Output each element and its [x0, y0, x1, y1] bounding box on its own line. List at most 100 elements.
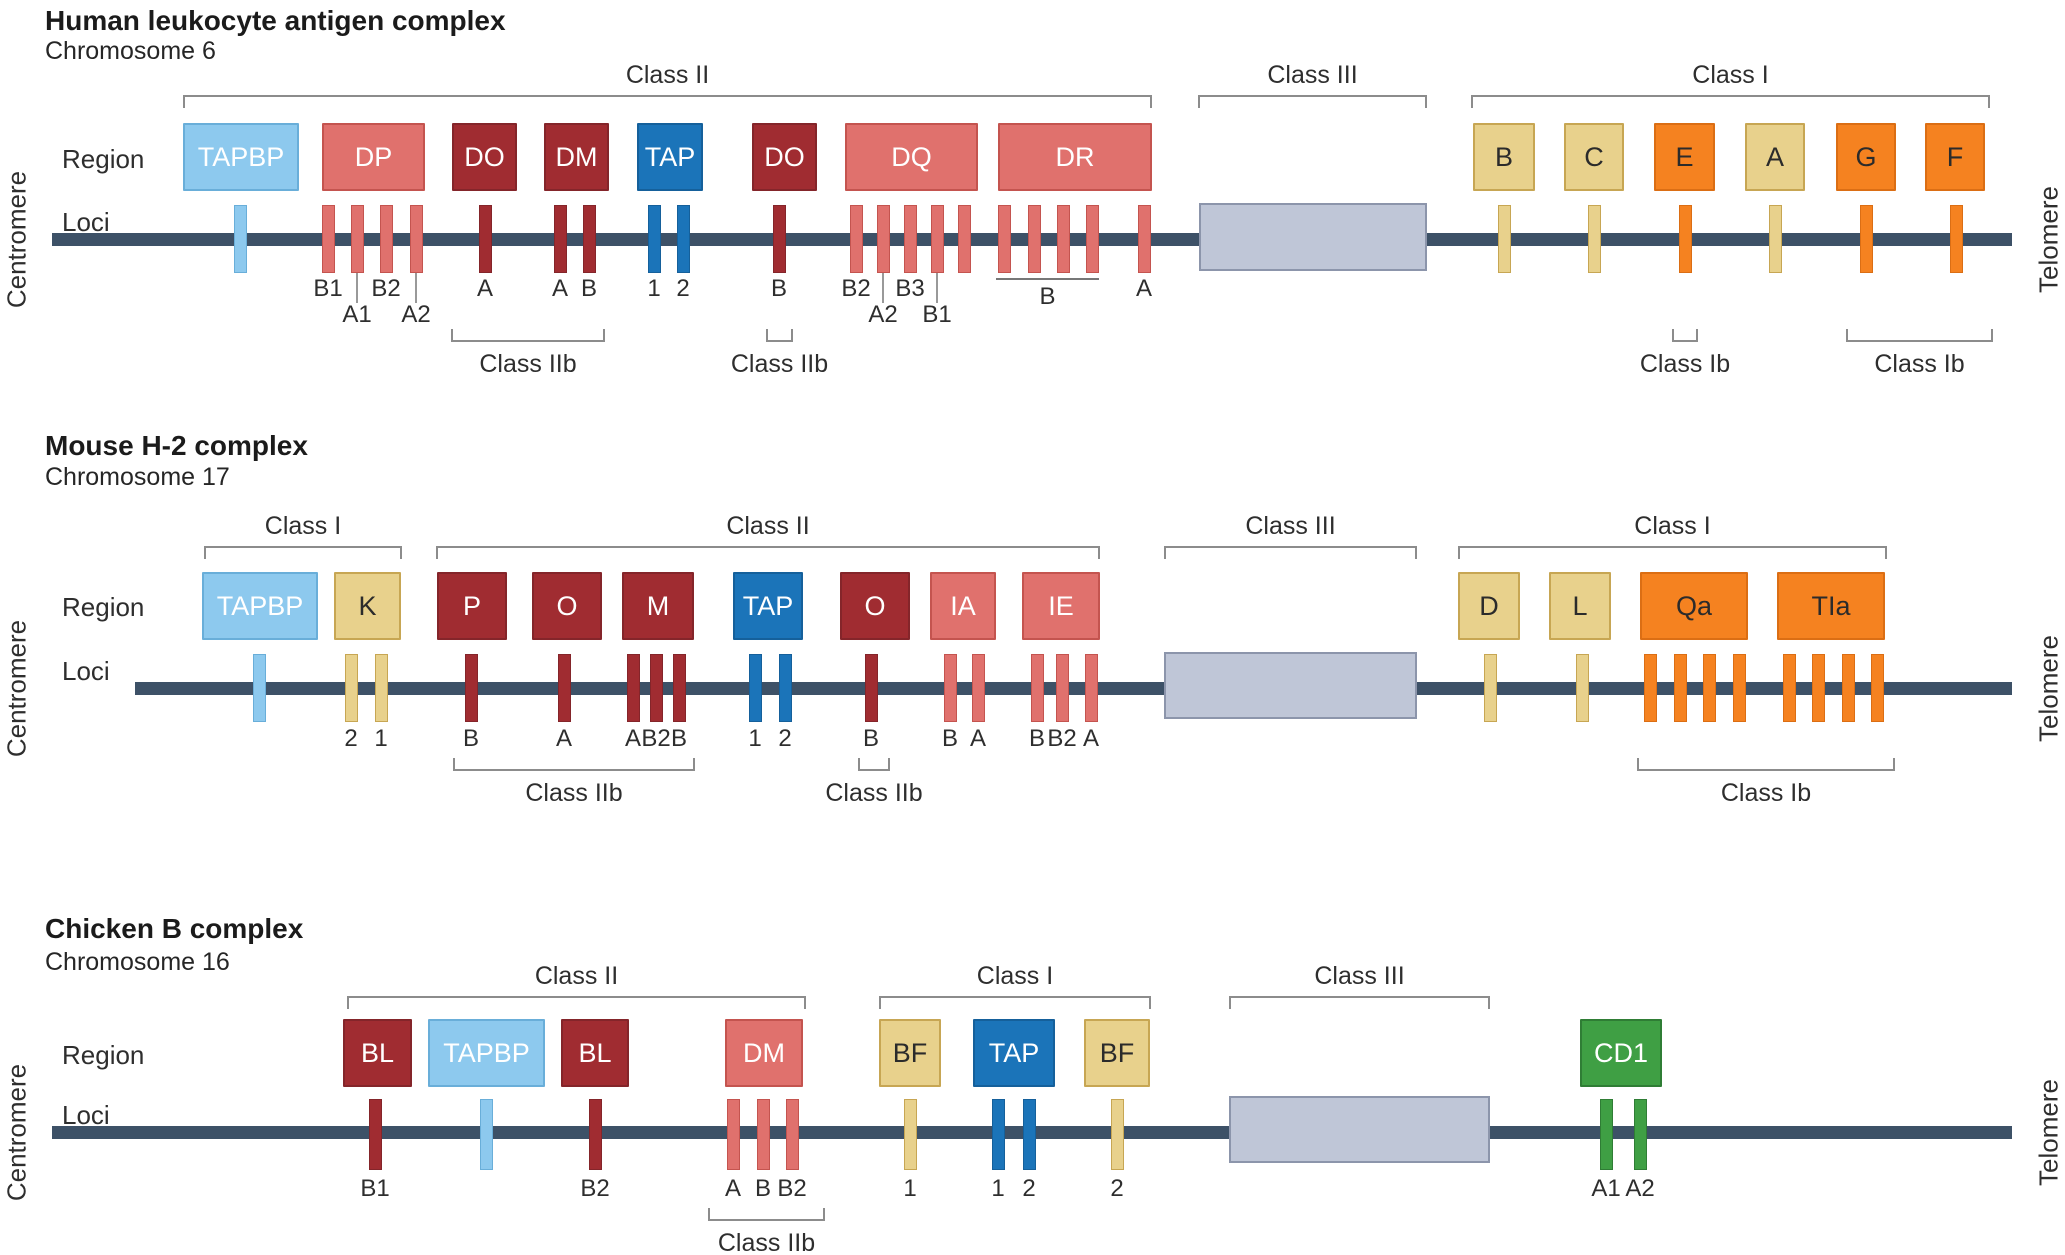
locus-label-mouse-8: 1 — [748, 725, 762, 752]
locus-label-mouse-15: A — [1082, 725, 1100, 752]
locus-tick-mouse-19 — [1673, 654, 1687, 722]
centromere-label-human: Centromere — [1, 170, 32, 308]
region-box-mouse-tia: TIa — [1777, 572, 1885, 640]
locus-label-human-2: A1 — [342, 301, 372, 328]
locus-tick-human-8 — [647, 205, 661, 273]
locus-tick-human-26 — [1949, 205, 1963, 273]
locus-tick-human-6 — [553, 205, 567, 273]
locus-label-mouse-9: 2 — [778, 725, 792, 752]
locus-tick-mouse-0 — [252, 654, 266, 722]
class-bracket-label-mouse-2: Class III — [1245, 512, 1336, 540]
locus-tick-human-12 — [876, 205, 890, 273]
telomere-label-human: Telomere — [2033, 185, 2064, 293]
locus-label-mouse-7: B — [670, 725, 688, 752]
locus-label-mouse-1: 2 — [344, 725, 358, 752]
class-bracket-human-0 — [183, 95, 1152, 108]
locus-tick-human-9 — [676, 205, 690, 273]
locus-label-mouse-11: B — [941, 725, 959, 752]
region-box-chicken-bl: BL — [343, 1019, 412, 1087]
locus-tick-mouse-15 — [1084, 654, 1098, 722]
locus-tick-chicken-1 — [479, 1099, 493, 1170]
region-box-chicken-dm: DM — [725, 1019, 803, 1087]
class-bracket-human-2 — [1471, 95, 1990, 108]
locus-label-chicken-2: B2 — [580, 1175, 610, 1202]
locus-tick-mouse-25 — [1870, 654, 1884, 722]
locus-label-human-6: A — [551, 275, 569, 302]
locus-tick-chicken-10 — [1599, 1099, 1613, 1170]
region-box-mouse-tapbp: TAPBP — [202, 572, 318, 640]
locus-tick-human-1 — [321, 205, 335, 273]
sub-bracket-chicken-0 — [708, 1208, 825, 1221]
locus-tick-mouse-23 — [1811, 654, 1825, 722]
class-bracket-mouse-2 — [1164, 546, 1417, 559]
locus-tick-mouse-17 — [1575, 654, 1589, 722]
class-bracket-label-mouse-3: Class I — [1634, 512, 1711, 540]
locus-tick-chicken-7 — [991, 1099, 1005, 1170]
locus-label-human-9: 2 — [676, 275, 690, 302]
locus-tick-mouse-3 — [464, 654, 478, 722]
class-bracket-label-human-2: Class I — [1692, 61, 1769, 89]
region-row-label-chicken: Region — [62, 1040, 145, 1070]
region-row-label-human: Region — [62, 144, 145, 174]
class-bracket-label-chicken-0: Class II — [534, 962, 619, 990]
sub-bracket-label-human-3: Class Ib — [1874, 350, 1965, 378]
row-subtitle-human: Chromosome 6 — [45, 37, 216, 65]
locus-label-human-10: B — [770, 275, 788, 302]
class-bracket-human-1 — [1198, 95, 1427, 108]
locus-label-human-5: A — [476, 275, 494, 302]
locus-tick-human-11 — [849, 205, 863, 273]
region-box-human-dp: DP — [322, 123, 425, 191]
loci-row-label-chicken: Loci — [62, 1100, 110, 1130]
region-box-chicken-tapbp: TAPBP — [428, 1019, 545, 1087]
sub-bracket-label-mouse-0: Class IIb — [525, 779, 623, 807]
locus-tick-chicken-8 — [1022, 1099, 1036, 1170]
row-title-human: Human leukocyte antigen complex — [45, 5, 506, 36]
locus-tick-human-7 — [582, 205, 596, 273]
locus-tick-mouse-18 — [1643, 654, 1657, 722]
region-box-mouse-m: M — [622, 572, 694, 640]
locus-tick-mouse-6 — [649, 654, 663, 722]
locus-label-chicken-3: A — [724, 1175, 742, 1202]
locus-label-human-3: B2 — [371, 275, 401, 302]
region-box-human-e: E — [1654, 123, 1715, 191]
locus-tick-human-14 — [930, 205, 944, 273]
locus-tick-mouse-12 — [971, 654, 985, 722]
region-box-mouse-l: L — [1549, 572, 1611, 640]
locus-tick-human-16 — [997, 205, 1011, 273]
locus-label-mouse-14: B2 — [1047, 725, 1077, 752]
locus-label-chicken-6: 1 — [903, 1175, 917, 1202]
locus-label-human-7: B — [580, 275, 598, 302]
sub-bracket-label-human-1: Class IIb — [730, 350, 829, 378]
region-box-chicken-tap: TAP — [973, 1019, 1055, 1087]
region-box-human-c: C — [1564, 123, 1624, 191]
sub-bracket-label-human-0: Class IIb — [479, 350, 577, 378]
region-box-human-tap: TAP — [637, 123, 703, 191]
locus-label-human-8: 1 — [647, 275, 661, 302]
locus-label-mouse-13: B — [1028, 725, 1046, 752]
row-subtitle-chicken: Chromosome 16 — [45, 948, 230, 976]
locus-tick-mouse-5 — [626, 654, 640, 722]
locus-tick-mouse-20 — [1702, 654, 1716, 722]
locus-connector-human-12 — [882, 271, 884, 303]
class-bracket-chicken-0 — [347, 996, 806, 1009]
locus-tick-mouse-21 — [1732, 654, 1746, 722]
locus-label-human-4: A2 — [401, 301, 431, 328]
locus-tick-human-23 — [1678, 205, 1692, 273]
locus-tick-mouse-16 — [1483, 654, 1497, 722]
locus-tick-mouse-8 — [748, 654, 762, 722]
locus-tick-mouse-22 — [1782, 654, 1796, 722]
locus-tick-human-18 — [1056, 205, 1070, 273]
locus-label-chicken-11: A2 — [1625, 1175, 1655, 1202]
region-box-mouse-d: D — [1458, 572, 1520, 640]
locus-tick-human-21 — [1497, 205, 1511, 273]
region-box-human-b: B — [1473, 123, 1535, 191]
locus-tick-chicken-6 — [903, 1099, 917, 1170]
locus-label-mouse-10: B — [862, 725, 880, 752]
locus-label-human-20: A — [1135, 275, 1153, 302]
sub-bracket-mouse-0 — [453, 758, 695, 771]
locus-tick-mouse-13 — [1030, 654, 1044, 722]
locus-tick-mouse-10 — [864, 654, 878, 722]
locus-tick-human-3 — [379, 205, 393, 273]
chromosome-line-mouse — [135, 682, 2012, 695]
class-bracket-mouse-3 — [1458, 546, 1887, 559]
